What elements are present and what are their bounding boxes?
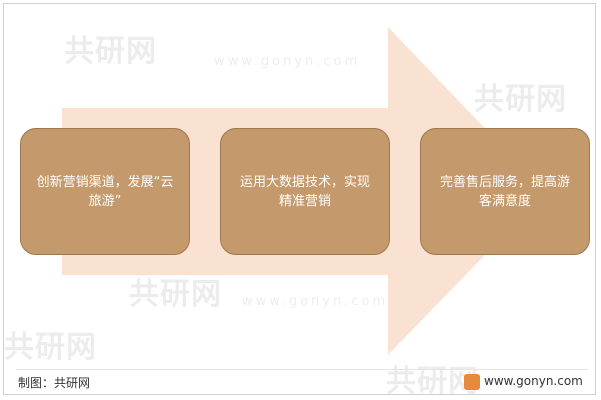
- step-label-3: 完善售后服务，提高游客满意度: [439, 174, 570, 209]
- website-link[interactable]: www.gonyn.com: [484, 374, 583, 388]
- footer-divider: [16, 369, 588, 370]
- step-label-2: 运用大数据技术，实现精准营销: [239, 174, 370, 209]
- step-box-3: 完善售后服务，提高游客满意度: [420, 128, 590, 255]
- step-box-1: 创新营销渠道，发展“云旅游”: [20, 128, 190, 255]
- diagram-frame: 共研网 www.gonyn.com 共研网 共研网 www.gonyn.com …: [3, 3, 596, 395]
- step-label-1: 创新营销渠道，发展“云旅游”: [36, 174, 174, 209]
- source-credit: 制图：共研网: [18, 376, 91, 390]
- step-box-2: 运用大数据技术，实现精准营销: [220, 128, 390, 255]
- gonyn-logo-icon: [464, 374, 480, 390]
